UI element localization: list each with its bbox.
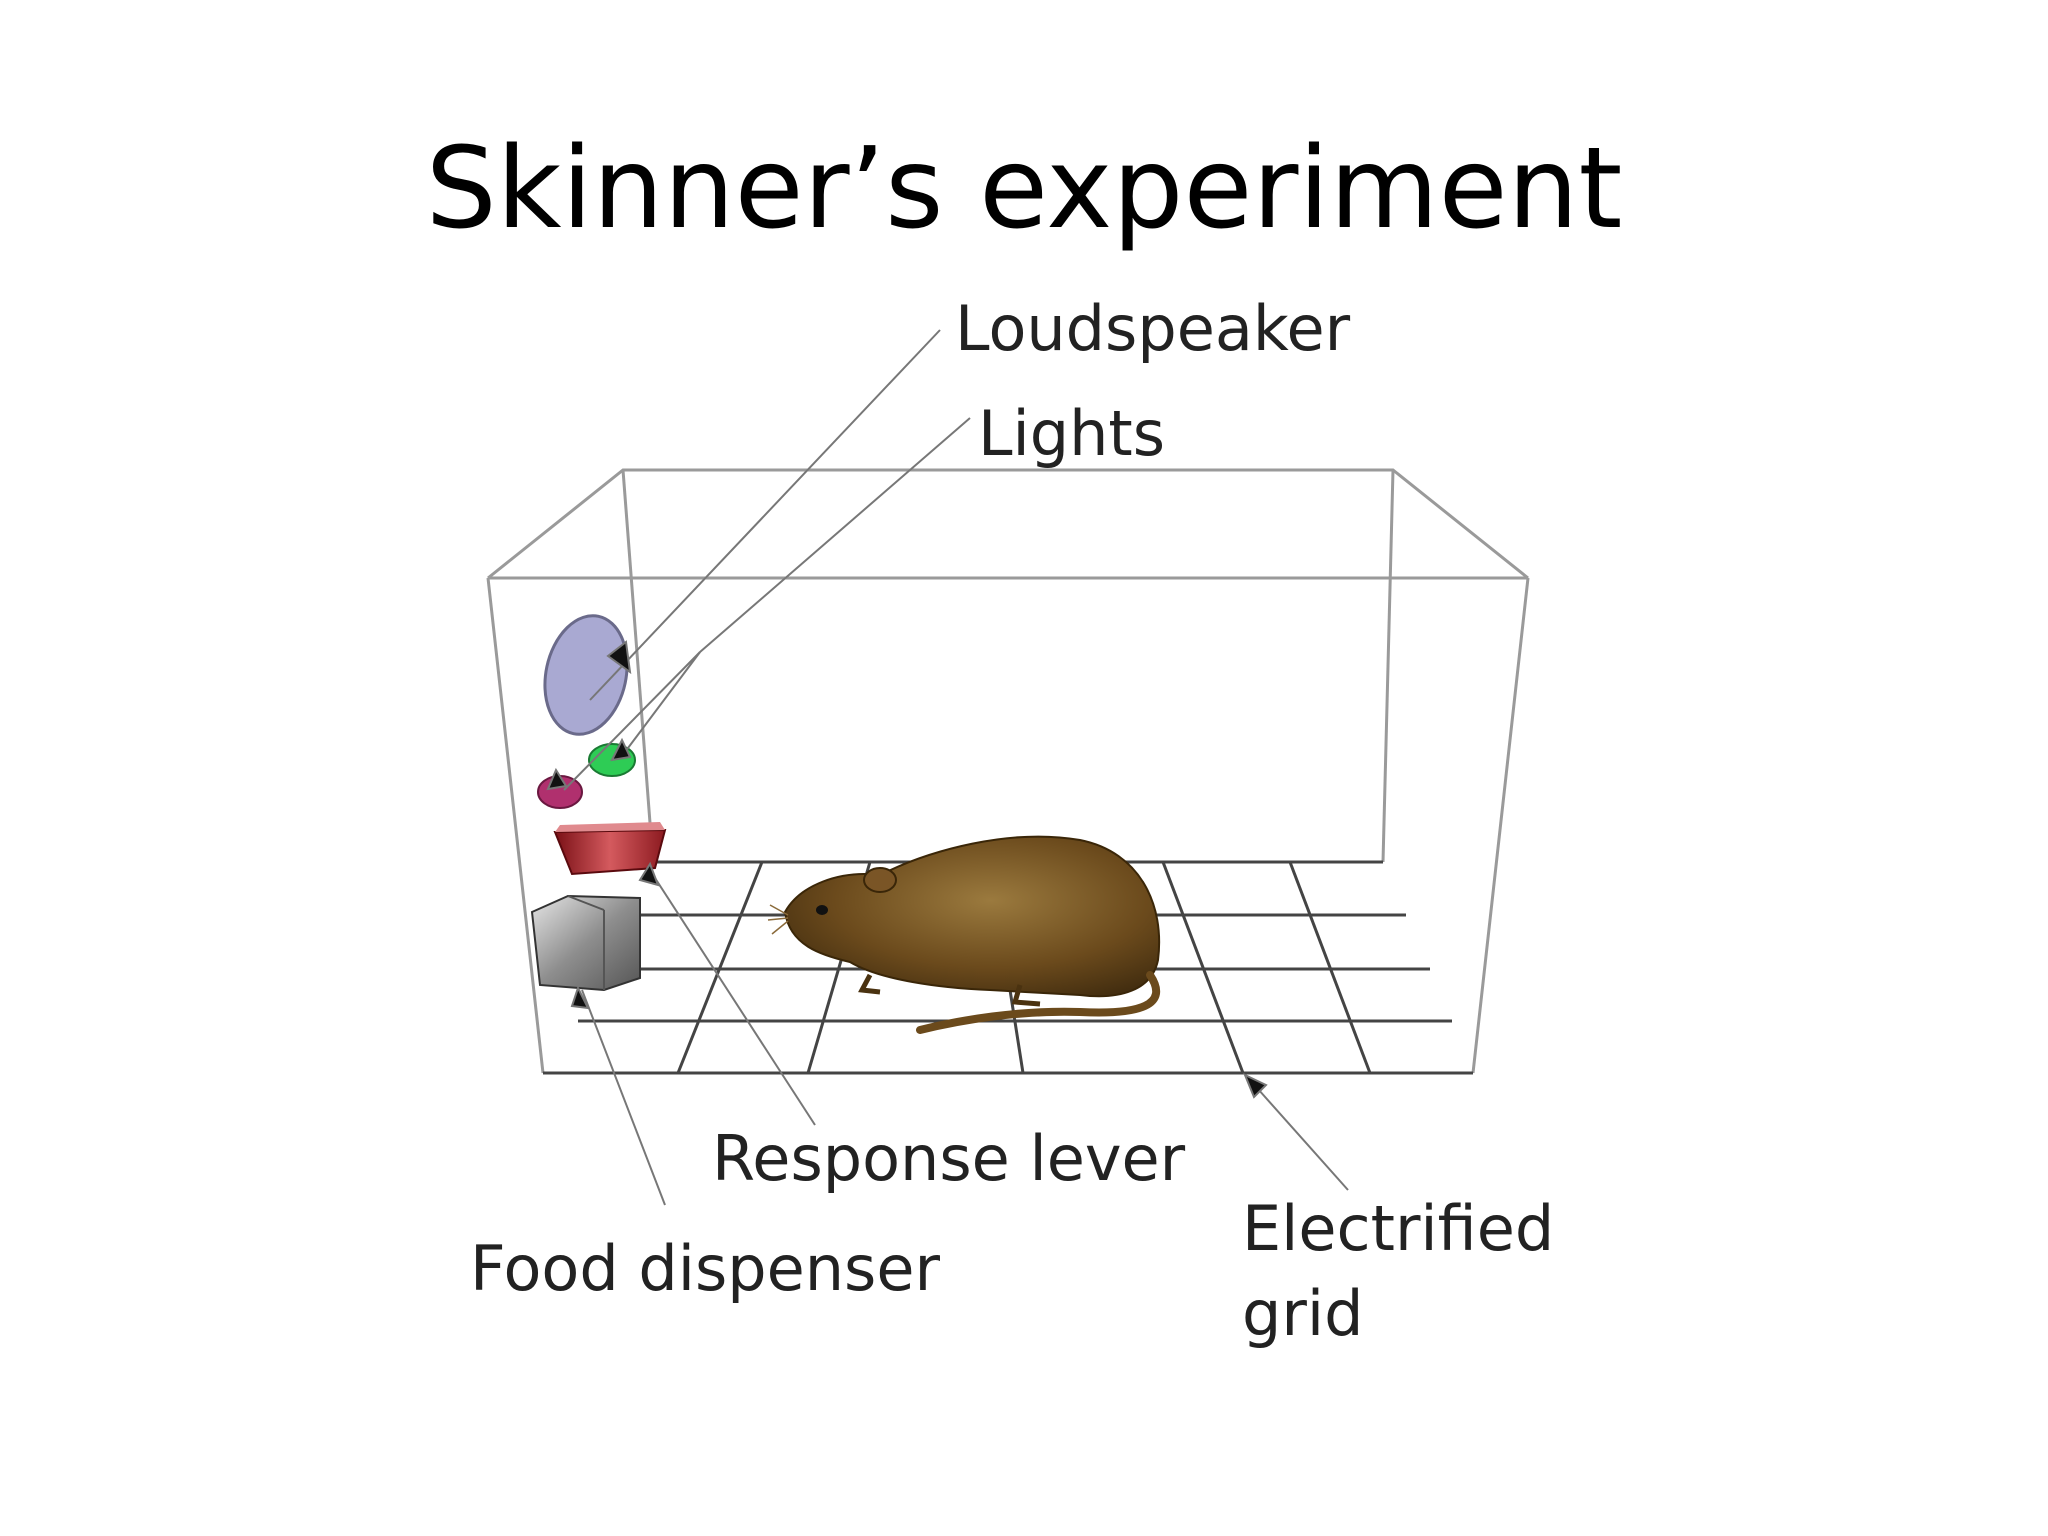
leader-lines bbox=[546, 329, 1349, 1206]
label-electrified-grid-line2: grid bbox=[1242, 1277, 1363, 1350]
slide-title: Skinner’s experiment bbox=[425, 124, 1623, 254]
label-response-lever: Response lever bbox=[712, 1122, 1186, 1195]
cage-wireframe bbox=[486, 468, 1530, 1074]
label-loudspeaker: Loudspeaker bbox=[955, 292, 1351, 365]
rat bbox=[767, 835, 1161, 1034]
label-electrified-grid-line1: Electrified bbox=[1242, 1192, 1554, 1265]
label-food-dispenser: Food dispenser bbox=[470, 1232, 941, 1305]
response-lever bbox=[553, 822, 667, 876]
loudspeaker bbox=[543, 614, 629, 736]
food-dispenser bbox=[530, 894, 641, 992]
label-lights: Lights bbox=[978, 397, 1165, 470]
